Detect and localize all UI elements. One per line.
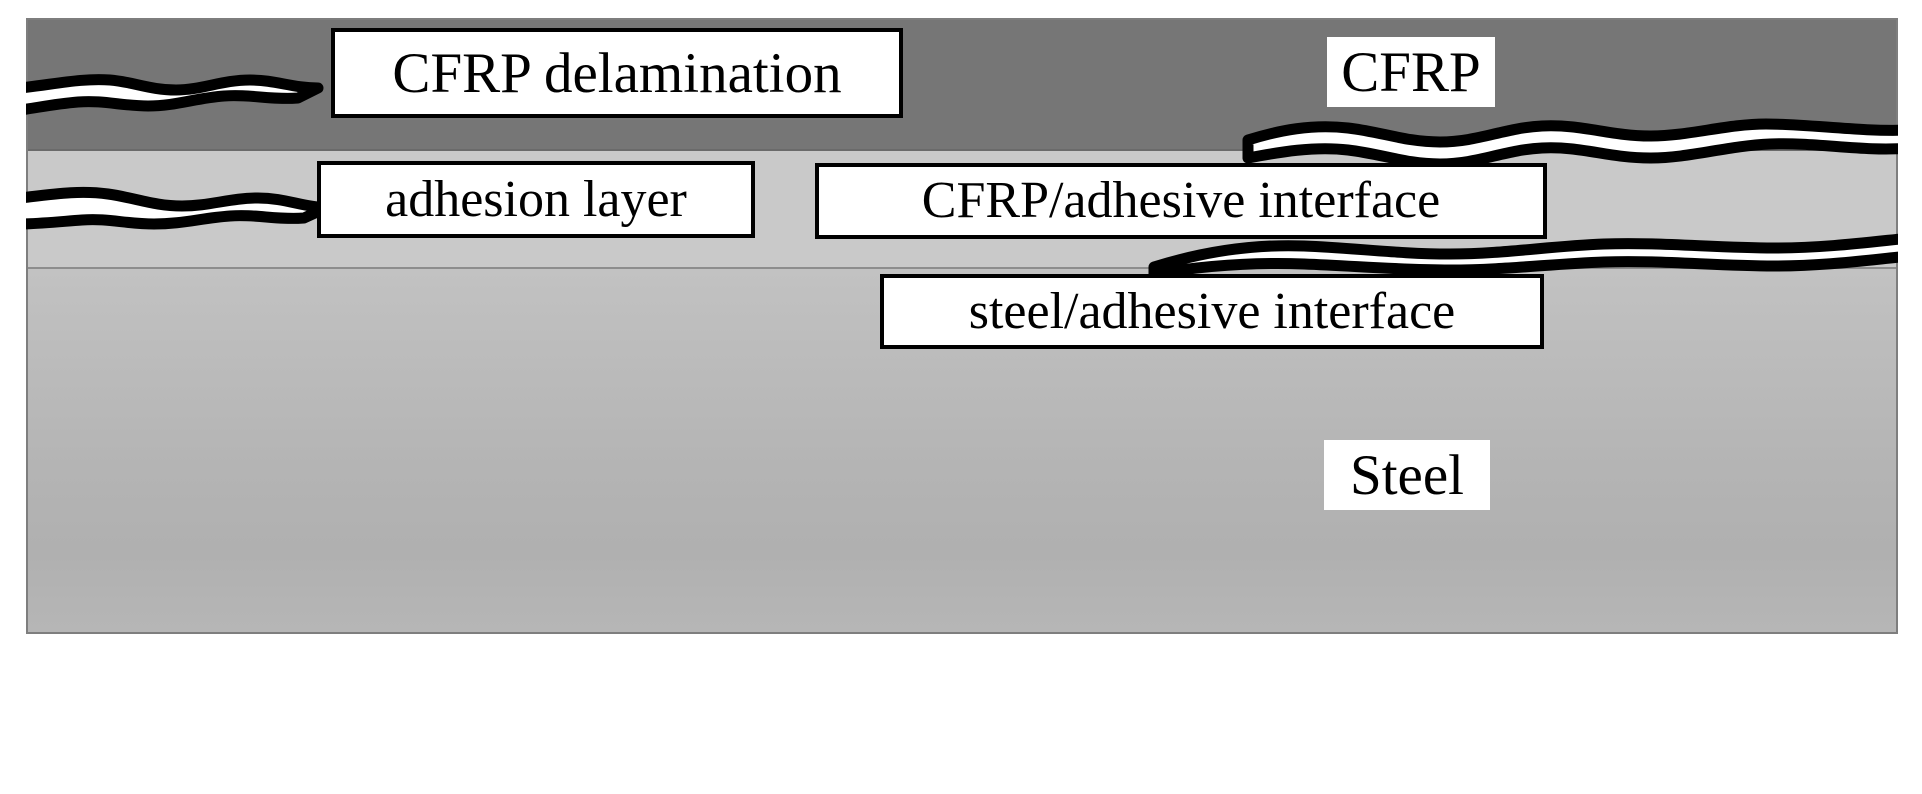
label-steel-adhesive-interface: steel/adhesive interface [880,274,1544,349]
layer-cfrp [28,20,1896,151]
label-cfrp-material: CFRP [1327,37,1495,107]
label-steel-material: Steel [1324,440,1490,510]
label-cfrp-adhesive-interface: CFRP/adhesive interface [815,163,1547,239]
label-cfrp-delamination: CFRP delamination [331,28,903,118]
label-adhesion-layer: adhesion layer [317,161,755,238]
